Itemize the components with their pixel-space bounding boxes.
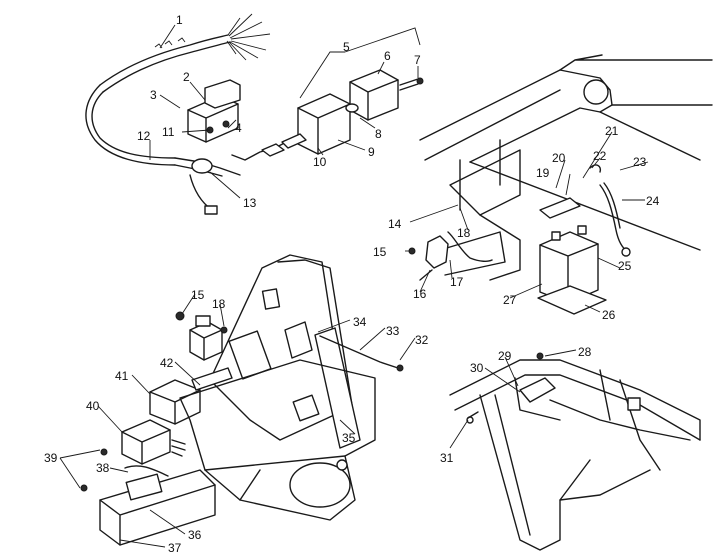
callout-28: 28: [578, 345, 592, 359]
callout-12: 12: [137, 129, 151, 143]
wiring-harness: [85, 13, 291, 215]
callout-38: 38: [96, 461, 110, 475]
callout-21: 21: [605, 124, 619, 138]
callout-22: 22: [593, 149, 607, 163]
callout-39: 39: [44, 451, 58, 465]
callout-2: 2: [183, 70, 190, 84]
callout-23: 23: [633, 155, 647, 169]
callout-41: 41: [115, 369, 129, 383]
cdi-module: [175, 311, 228, 361]
callout-25: 25: [618, 259, 632, 273]
callout-7: 7: [414, 53, 421, 67]
callout-13: 13: [243, 196, 257, 210]
callout-24: 24: [646, 194, 660, 208]
callout-6: 6: [384, 49, 391, 63]
callout-1: 1: [176, 13, 183, 27]
callout-32: 32: [415, 333, 429, 347]
callout-3: 3: [150, 88, 157, 102]
callout-19: 19: [536, 166, 550, 180]
battery: [537, 164, 631, 315]
callout-29: 29: [498, 349, 512, 363]
callout-4: 4: [235, 121, 242, 135]
tail-light-assembly: [261, 69, 424, 157]
upper-frame: [419, 54, 713, 281]
callout-27: 27: [503, 293, 517, 307]
callout-35: 35: [342, 431, 356, 445]
callout-5: 5: [343, 40, 350, 54]
callout-36: 36: [188, 528, 202, 542]
relay-bracket: [121, 419, 186, 465]
callout-30: 30: [470, 361, 484, 375]
callout-18-lower: 18: [212, 297, 226, 311]
callout-17: 17: [450, 275, 464, 289]
callout-14: 14: [388, 217, 402, 231]
starter-solenoid-parts: [408, 231, 493, 281]
callout-9: 9: [368, 145, 375, 159]
mounting-plate: [209, 254, 404, 449]
callout-labels: 1 2 3 4 5 6 7 8 9 10 11 12 13 14 15 16 1…: [44, 13, 660, 555]
rear-frame: [449, 352, 701, 551]
callout-8: 8: [375, 127, 382, 141]
callout-26: 26: [602, 308, 616, 322]
callout-15-lower: 15: [191, 288, 205, 302]
callout-18-upper: 18: [457, 226, 471, 240]
callout-37: 37: [168, 541, 182, 555]
callout-15-upper: 15: [373, 245, 387, 259]
callout-34: 34: [353, 315, 367, 329]
callout-40: 40: [86, 399, 100, 413]
callout-10: 10: [313, 155, 327, 169]
leader-lines: [59, 24, 649, 548]
callout-20: 20: [552, 151, 566, 165]
callout-11: 11: [162, 125, 175, 139]
callout-16: 16: [413, 287, 427, 301]
callout-42: 42: [160, 356, 174, 370]
callout-31: 31: [440, 451, 454, 465]
callout-33: 33: [386, 324, 400, 338]
lower-frame: [80, 359, 376, 546]
